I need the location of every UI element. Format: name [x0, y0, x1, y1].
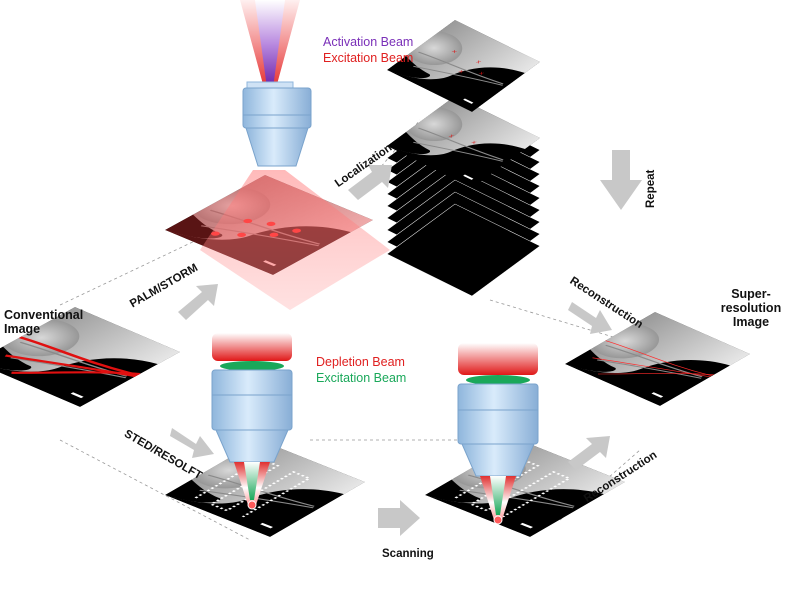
arrow-scanning-icon: [378, 500, 420, 536]
svg-text:x: x: [477, 71, 486, 77]
svg-text:x: x: [450, 49, 459, 55]
frame-stack: x x x x x x: [386, 20, 541, 297]
repeat-label: Repeat: [645, 169, 657, 208]
arrow-palm-icon: [178, 284, 218, 320]
excitation-beam-mid-label: Excitation Beam: [316, 371, 407, 385]
super-resolution-label: Super- resolution Image: [720, 287, 782, 329]
palm-objective-icon: [240, 0, 312, 167]
sted-objective-right-icon: [457, 343, 539, 525]
svg-text:x: x: [447, 133, 456, 139]
arrow-repeat-icon: [600, 150, 642, 210]
conventional-image-sample: [0, 307, 180, 408]
arrow-localization-icon: [348, 165, 392, 200]
svg-text:x: x: [470, 140, 479, 146]
arrow-sted-icon: [170, 428, 214, 458]
super-resolution-sample: [564, 312, 751, 406]
excitation-beam-top-label: Excitation Beam: [323, 51, 414, 65]
conventional-image-label: Conventional Image: [4, 308, 84, 336]
sted-objective-left-icon: [211, 333, 293, 510]
depletion-beam-label: Depletion Beam: [316, 355, 405, 369]
arrow-reconstruction-top-icon: [568, 302, 612, 334]
illumination-cone: [200, 170, 390, 310]
svg-text:x: x: [474, 59, 483, 65]
block-arrows: [170, 150, 642, 536]
activation-beam-label: Activation Beam: [323, 35, 414, 49]
arrow-reconstruction-bottom-icon: [568, 436, 610, 470]
svg-text:x: x: [457, 69, 466, 75]
scanning-label: Scanning: [382, 548, 434, 560]
